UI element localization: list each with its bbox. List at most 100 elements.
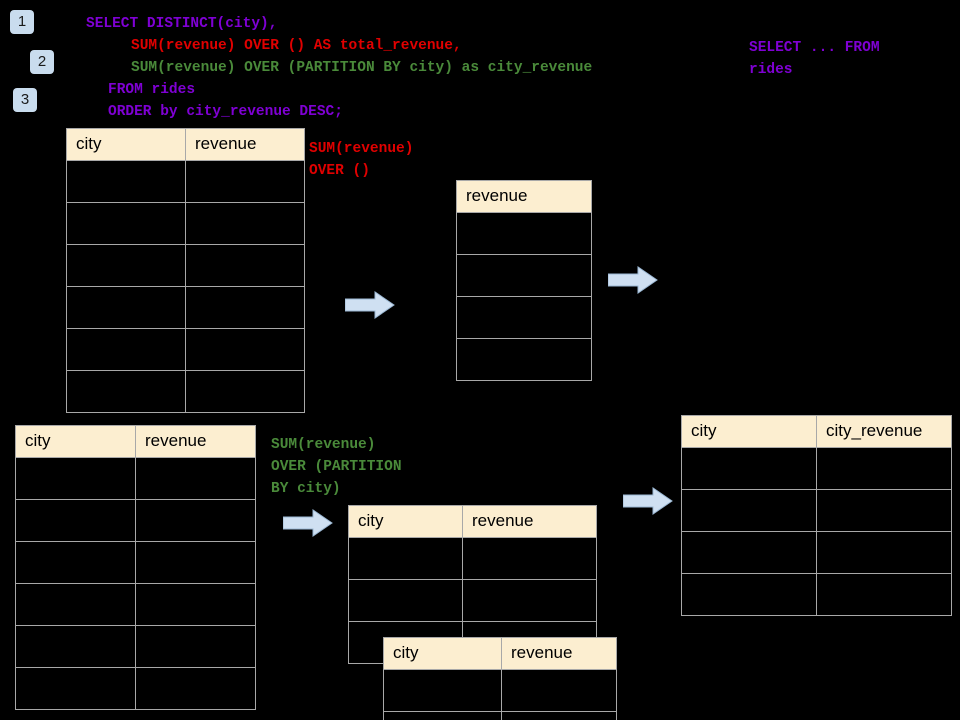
table-cell bbox=[135, 457, 256, 500]
table-row bbox=[456, 296, 592, 339]
table-cell bbox=[816, 531, 952, 574]
table-cell bbox=[66, 160, 186, 203]
column-header-revenue: revenue bbox=[456, 180, 592, 213]
table-cell bbox=[135, 667, 256, 710]
table-row bbox=[383, 711, 617, 720]
table-cell bbox=[681, 447, 817, 490]
arrow-bottom-right-icon bbox=[622, 486, 673, 516]
table-row bbox=[456, 212, 592, 255]
column-header-city: city bbox=[348, 505, 463, 538]
table-cell bbox=[348, 537, 463, 580]
table-row bbox=[456, 254, 592, 297]
table-cell bbox=[15, 667, 136, 710]
arrow-bottom-left-icon bbox=[282, 508, 333, 538]
table-cell bbox=[348, 579, 463, 622]
table-cell bbox=[135, 625, 256, 668]
table-row bbox=[681, 447, 952, 490]
arrow-top-right-icon bbox=[607, 265, 658, 295]
table-cell bbox=[816, 447, 952, 490]
table-cell bbox=[383, 669, 502, 712]
table-cell bbox=[456, 338, 592, 381]
table-header-row: revenue bbox=[456, 180, 592, 213]
table-row bbox=[15, 541, 256, 584]
table-cell bbox=[135, 541, 256, 584]
table-cell bbox=[383, 711, 502, 720]
table-row bbox=[456, 338, 592, 381]
table-cell bbox=[15, 583, 136, 626]
table-row bbox=[15, 625, 256, 668]
step-badge-2: 2 bbox=[30, 50, 54, 74]
table-cell bbox=[816, 489, 952, 532]
table-cell bbox=[456, 296, 592, 339]
table-cell bbox=[15, 625, 136, 668]
table-cell bbox=[185, 328, 305, 371]
table-cell bbox=[66, 244, 186, 287]
table-cell bbox=[501, 669, 617, 712]
table-cell bbox=[185, 286, 305, 329]
column-header-city: city bbox=[681, 415, 817, 448]
table-row bbox=[681, 531, 952, 574]
table-cell bbox=[681, 489, 817, 532]
sql-line-city-revenue: SUM(revenue) OVER (PARTITION BY city) as… bbox=[131, 60, 593, 76]
column-header-city: city bbox=[66, 128, 186, 161]
sql-line-order-by: ORDER by city_revenue DESC; bbox=[108, 104, 343, 120]
table-cell bbox=[15, 499, 136, 542]
table-row bbox=[15, 583, 256, 626]
table-cell bbox=[66, 286, 186, 329]
table-row bbox=[66, 370, 305, 413]
table-cell bbox=[456, 212, 592, 255]
table-row bbox=[66, 286, 305, 329]
sql-line-total-revenue: SUM(revenue) OVER () AS total_revenue, bbox=[131, 38, 462, 54]
table-cell bbox=[135, 583, 256, 626]
sql-line-select: SELECT DISTINCT(city), bbox=[86, 16, 278, 32]
table-cell bbox=[66, 370, 186, 413]
table-row bbox=[66, 328, 305, 371]
step-badge-1: 1 bbox=[10, 10, 34, 34]
table-cell bbox=[185, 202, 305, 245]
table-total-revenue: revenue bbox=[456, 180, 592, 381]
annotation-sum-over-empty: SUM(revenue) OVER () bbox=[309, 141, 414, 179]
table-row bbox=[15, 457, 256, 500]
table-cell bbox=[66, 202, 186, 245]
table-cell bbox=[501, 711, 617, 720]
column-header-revenue: revenue bbox=[135, 425, 256, 458]
column-header-revenue: revenue bbox=[501, 637, 617, 670]
table-cell bbox=[66, 328, 186, 371]
table-cell bbox=[681, 531, 817, 574]
table-cell bbox=[15, 457, 136, 500]
table-cell bbox=[185, 160, 305, 203]
table-cell bbox=[462, 537, 597, 580]
table-cell bbox=[15, 541, 136, 584]
table-row bbox=[348, 579, 597, 622]
table-cell bbox=[462, 579, 597, 622]
table-row bbox=[681, 573, 952, 616]
sql-line-from: FROM rides bbox=[108, 82, 196, 98]
column-header-revenue: revenue bbox=[185, 128, 305, 161]
table-row bbox=[15, 499, 256, 542]
annotation-select-from-rides: SELECT ... FROM rides bbox=[749, 40, 880, 78]
annotation-sum-over-partition: SUM(revenue) OVER (PARTITION BY city) bbox=[271, 437, 402, 497]
table-row bbox=[66, 244, 305, 287]
table-cell bbox=[816, 573, 952, 616]
column-header-city_revenue: city_revenue bbox=[816, 415, 952, 448]
column-header-city: city bbox=[15, 425, 136, 458]
step-badge-3: 3 bbox=[13, 88, 37, 112]
table-row bbox=[66, 202, 305, 245]
arrow-top-left-icon bbox=[344, 290, 395, 320]
table-cell bbox=[681, 573, 817, 616]
table-cell bbox=[185, 370, 305, 413]
table-row bbox=[383, 669, 617, 712]
table-row bbox=[15, 667, 256, 710]
table-row bbox=[66, 160, 305, 203]
column-header-city: city bbox=[383, 637, 502, 670]
